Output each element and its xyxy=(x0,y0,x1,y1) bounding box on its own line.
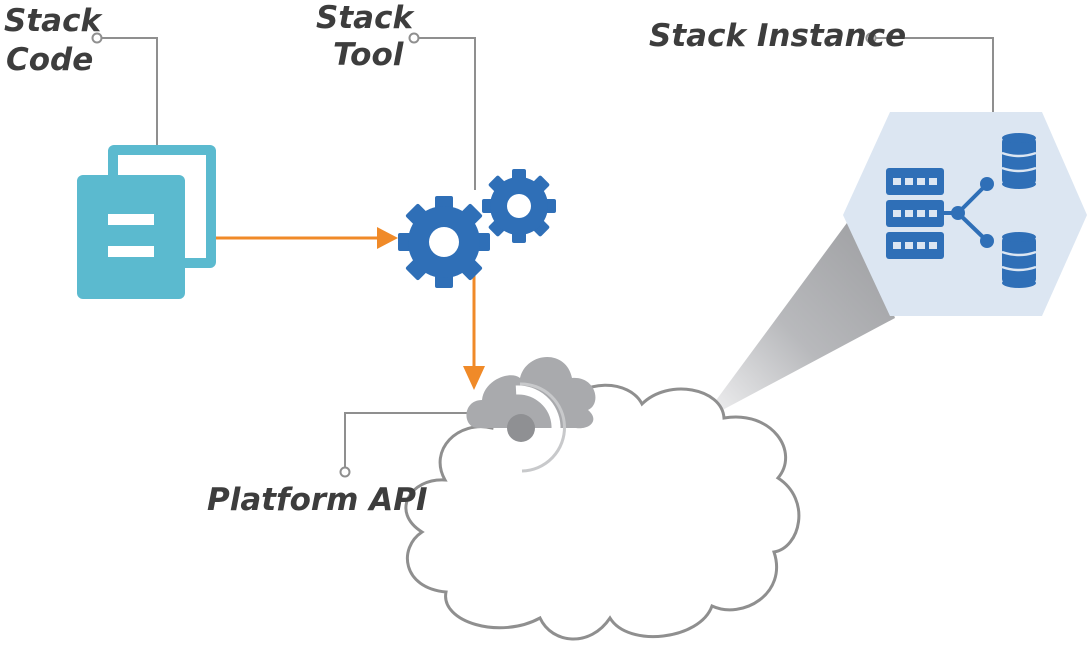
instance-beam xyxy=(700,212,895,422)
flow-arrows xyxy=(215,227,485,390)
connector-dots xyxy=(91,32,877,478)
stack-code-label-line2: Code xyxy=(6,42,93,78)
stack-instance-label: Stack Instance xyxy=(649,18,906,54)
connector-lines xyxy=(102,37,994,467)
cloud-outline-icon xyxy=(404,383,801,641)
platform-api-label: Platform API xyxy=(207,482,428,518)
documents-icon xyxy=(77,145,216,299)
stack-tool-connector xyxy=(419,37,476,190)
stack-code-connector xyxy=(102,37,158,145)
stack-instance-connector xyxy=(876,37,994,112)
stack-tool-label-line2: Tool xyxy=(333,37,404,73)
cloud-api-icon xyxy=(466,356,596,473)
gears-icon xyxy=(398,169,556,288)
stack-instance-hexagon xyxy=(843,112,1087,316)
server-database-icon xyxy=(886,133,1037,288)
stack-tool-label-line1: Stack xyxy=(316,0,415,36)
database-icon-top xyxy=(1002,133,1036,189)
platform-api-connector xyxy=(344,412,480,467)
stack-code-label-line1: Stack xyxy=(4,3,103,39)
diagram-labels: Stack Code Stack Tool Stack Instance Pla… xyxy=(4,0,906,518)
database-icon-bottom xyxy=(1002,232,1036,288)
